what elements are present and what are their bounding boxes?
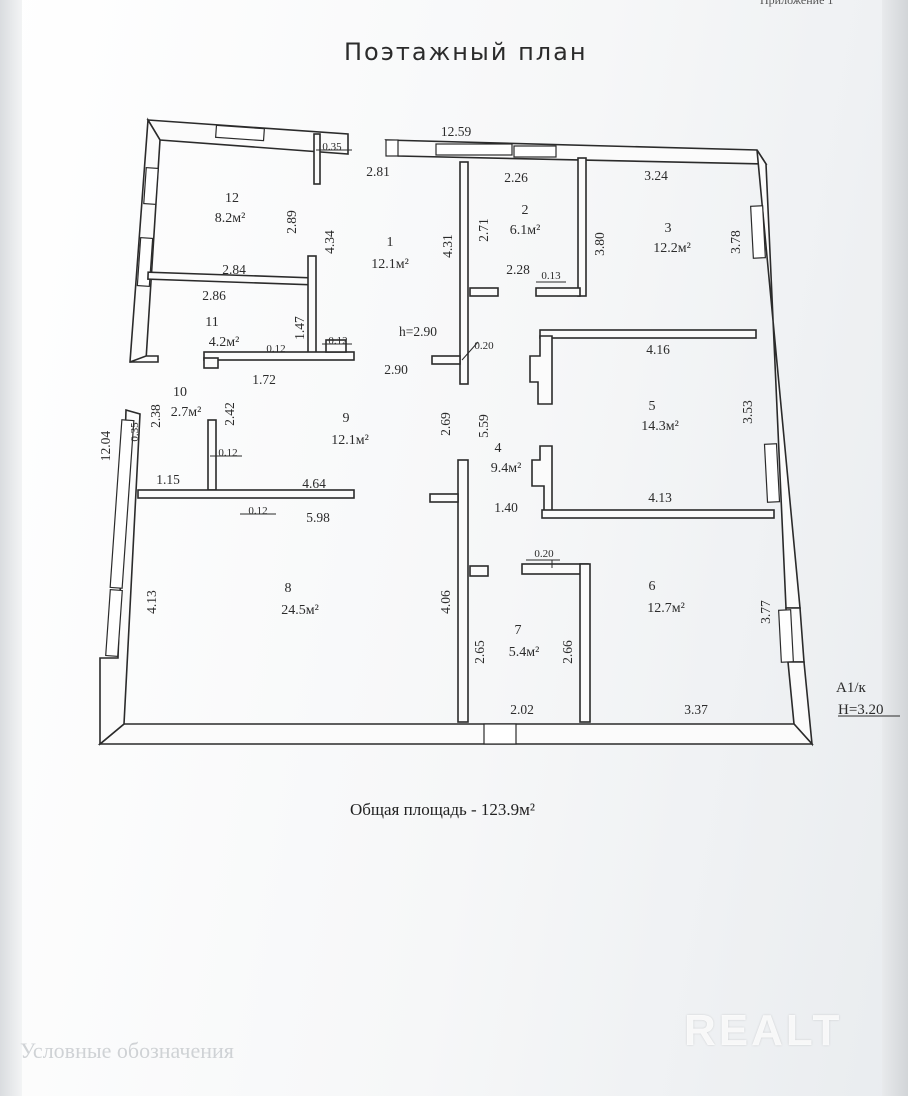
dim-label: 4.64 xyxy=(302,476,326,491)
paper-shadow-right xyxy=(882,0,908,1096)
room-3-area: 12.2м² xyxy=(653,241,691,256)
dim-label: 12.59 xyxy=(441,124,472,139)
dim-label: 3.37 xyxy=(684,702,708,717)
dim-label: 2.28 xyxy=(506,262,530,277)
room-10-number: 10 xyxy=(173,385,187,400)
windows xyxy=(105,124,794,745)
dim-label: 2.38 xyxy=(148,404,163,428)
room-10-area: 2.7м² xyxy=(171,405,202,420)
room-1-number: 1 xyxy=(387,235,394,250)
dim-label: 1.40 xyxy=(494,500,518,515)
room-5-area: 14.3м² xyxy=(641,419,679,434)
dim-label: 2.86 xyxy=(202,288,226,303)
dim-label: 2.42 xyxy=(222,402,237,426)
dim-label: 2.66 xyxy=(560,640,575,664)
dim-label: 2.90 xyxy=(384,362,408,377)
total-area: Общая площадь - 123.9м² xyxy=(350,800,536,819)
room-7-area: 5.4м² xyxy=(509,645,540,660)
height-stamp: А1/к Н=3.20 xyxy=(836,680,884,718)
dim-label: 2.26 xyxy=(504,170,528,185)
dim-label: 0.35 xyxy=(322,141,342,153)
dim-label: 5.59 xyxy=(476,414,491,438)
room-6-number: 6 xyxy=(649,579,656,594)
room-9-area: 12.1м² xyxy=(331,433,369,448)
dimension-labels: 12.59 0.35 2.81 2.26 3.24 2.89 4.34 4.31… xyxy=(98,124,773,717)
stamp-code: А1/к xyxy=(836,680,867,696)
room-9-number: 9 xyxy=(343,411,350,426)
dim-label: 5.98 xyxy=(306,510,330,525)
dim-label: 4.16 xyxy=(646,342,670,357)
dim-label: 2.89 xyxy=(284,210,299,234)
dim-label: 3.53 xyxy=(740,400,755,424)
room-4-area: 9.4м² xyxy=(491,461,522,476)
dim-label: 1.47 xyxy=(292,316,307,340)
room-2-area: 6.1м² xyxy=(510,223,541,238)
dim-label: 4.13 xyxy=(144,590,159,614)
room-6-area: 12.7м² xyxy=(647,601,685,616)
dim-label: 2.81 xyxy=(366,164,390,179)
room-labels: 12 8.2м² 1 12.1м² 2 6.1м² 3 12.2м² 11 4.… xyxy=(171,191,691,660)
room-8-area: 24.5м² xyxy=(281,603,319,618)
page-title: Поэтажный план xyxy=(344,38,588,66)
dim-label: 3.24 xyxy=(644,168,668,183)
room-1-area: 12.1м² xyxy=(371,257,409,272)
dim-label: 0.12 xyxy=(328,335,347,347)
realt-watermark-logo: REALT xyxy=(684,1006,843,1055)
room-11-area: 4.2м² xyxy=(209,335,240,350)
outer-walls xyxy=(97,117,814,747)
dim-label: 12.04 xyxy=(98,431,113,462)
room-3-number: 3 xyxy=(665,221,672,236)
dim-label: 1.15 xyxy=(156,472,180,487)
dim-label: 2.71 xyxy=(476,218,491,242)
dim-label: 3.80 xyxy=(592,232,607,256)
dim-label: 2.69 xyxy=(438,412,453,436)
room-5-number: 5 xyxy=(649,399,656,414)
dim-label: 4.13 xyxy=(648,490,672,505)
room-8-number: 8 xyxy=(285,581,292,596)
dim-label: 3.77 xyxy=(758,600,773,624)
dim-label: 0.12 xyxy=(248,505,267,517)
dim-label: 2.65 xyxy=(472,640,487,664)
dim-label: 0.20 xyxy=(474,340,494,352)
dim-label: 3.78 xyxy=(728,230,743,254)
interior-walls xyxy=(137,133,775,723)
dim-label: 4.06 xyxy=(438,590,453,614)
dim-label: 2.84 xyxy=(222,262,246,277)
room-7-number: 7 xyxy=(515,623,522,638)
dim-label: 4.31 xyxy=(440,234,455,258)
dim-label: 0.12 xyxy=(218,447,237,459)
legend-heading-faded: Условные обозначения xyxy=(20,1038,234,1063)
room-12-area: 8.2м² xyxy=(215,211,246,226)
dim-label: 0.12 xyxy=(266,343,285,355)
stamp-height: Н=3.20 xyxy=(838,702,884,718)
room-12-number: 12 xyxy=(225,191,239,206)
room-4-number: 4 xyxy=(495,441,502,456)
dim-label: 4.34 xyxy=(322,230,337,254)
room-11-number: 11 xyxy=(205,315,218,330)
leader-lines xyxy=(210,149,900,717)
dim-label: 0.13 xyxy=(541,270,561,282)
dim-label: 0.35 xyxy=(129,422,141,442)
room-2-number: 2 xyxy=(522,203,529,218)
ceiling-height: h=2.90 xyxy=(399,324,437,339)
dim-label: 1.72 xyxy=(252,372,276,387)
corner-note: Приложение 1 xyxy=(760,0,834,7)
paper-edge xyxy=(0,0,22,1096)
dim-label: 0.20 xyxy=(534,548,554,560)
dim-label: 2.02 xyxy=(510,702,534,717)
